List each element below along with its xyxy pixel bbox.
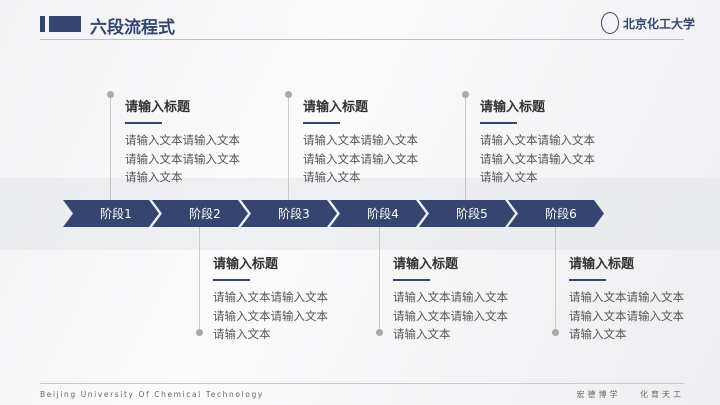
footer-motto: 宏德博学 化育天工 bbox=[576, 390, 684, 399]
header-divider bbox=[40, 39, 684, 40]
item-title: 请输入标题 bbox=[125, 100, 191, 115]
logo-text: 北京化工大学 bbox=[623, 16, 696, 31]
title-underline bbox=[303, 122, 340, 124]
item-title: 请输入标题 bbox=[569, 257, 635, 272]
title-underline bbox=[125, 122, 162, 124]
stage-item: 请输入标题请输入文本请输入文本请输入文本请输入文本请输入文本 bbox=[569, 253, 689, 344]
connector-dot bbox=[196, 329, 203, 336]
seal-icon bbox=[601, 12, 619, 34]
item-text: 请输入文本请输入文本请输入文本请输入文本请输入文本 bbox=[303, 133, 418, 184]
connector-dot bbox=[376, 329, 383, 336]
footer-university: Beijing University Of Chemical Technolog… bbox=[40, 390, 264, 399]
page-title: 六段流程式 bbox=[90, 18, 175, 38]
header-decoration bbox=[40, 16, 45, 32]
title-underline bbox=[213, 279, 250, 281]
connector-line bbox=[110, 95, 111, 200]
stage-item: 请输入标题请输入文本请输入文本请输入文本请输入文本请输入文本 bbox=[125, 96, 245, 187]
footer-divider bbox=[40, 383, 684, 384]
item-text: 请输入文本请输入文本请输入文本请输入文本请输入文本 bbox=[125, 133, 240, 184]
connector-dot bbox=[552, 329, 559, 336]
stage-1: 阶段1 bbox=[63, 200, 159, 227]
connector-dot bbox=[462, 91, 469, 98]
connector-line bbox=[465, 95, 466, 200]
connector-dot bbox=[107, 91, 114, 98]
university-logo: 北京化工大学 bbox=[601, 12, 695, 34]
header-decoration bbox=[49, 16, 81, 32]
stage-item: 请输入标题请输入文本请输入文本请输入文本请输入文本请输入文本 bbox=[480, 96, 600, 187]
title-underline bbox=[569, 279, 606, 281]
item-title: 请输入标题 bbox=[213, 257, 279, 272]
connector-line bbox=[555, 227, 556, 333]
stage-item: 请输入标题请输入文本请输入文本请输入文本请输入文本请输入文本 bbox=[213, 253, 333, 344]
item-title: 请输入标题 bbox=[303, 100, 369, 115]
stage-5: 阶段5 bbox=[419, 200, 515, 227]
connector-line bbox=[199, 227, 200, 333]
title-underline bbox=[393, 279, 430, 281]
stage-2: 阶段2 bbox=[152, 200, 248, 227]
item-text: 请输入文本请输入文本请输入文本请输入文本请输入文本 bbox=[393, 290, 508, 341]
connector-line bbox=[288, 95, 289, 200]
item-text: 请输入文本请输入文本请输入文本请输入文本请输入文本 bbox=[213, 290, 328, 341]
stage-3: 阶段3 bbox=[241, 200, 337, 227]
stage-4: 阶段4 bbox=[330, 200, 426, 227]
stage-item: 请输入标题请输入文本请输入文本请输入文本请输入文本请输入文本 bbox=[393, 253, 513, 344]
item-text: 请输入文本请输入文本请输入文本请输入文本请输入文本 bbox=[569, 290, 684, 341]
item-text: 请输入文本请输入文本请输入文本请输入文本请输入文本 bbox=[480, 133, 595, 184]
item-title: 请输入标题 bbox=[480, 100, 546, 115]
item-title: 请输入标题 bbox=[393, 257, 459, 272]
stage-6: 阶段6 bbox=[508, 200, 604, 227]
connector-dot bbox=[285, 91, 292, 98]
connector-line bbox=[379, 227, 380, 333]
title-underline bbox=[480, 122, 517, 124]
stage-item: 请输入标题请输入文本请输入文本请输入文本请输入文本请输入文本 bbox=[303, 96, 423, 187]
